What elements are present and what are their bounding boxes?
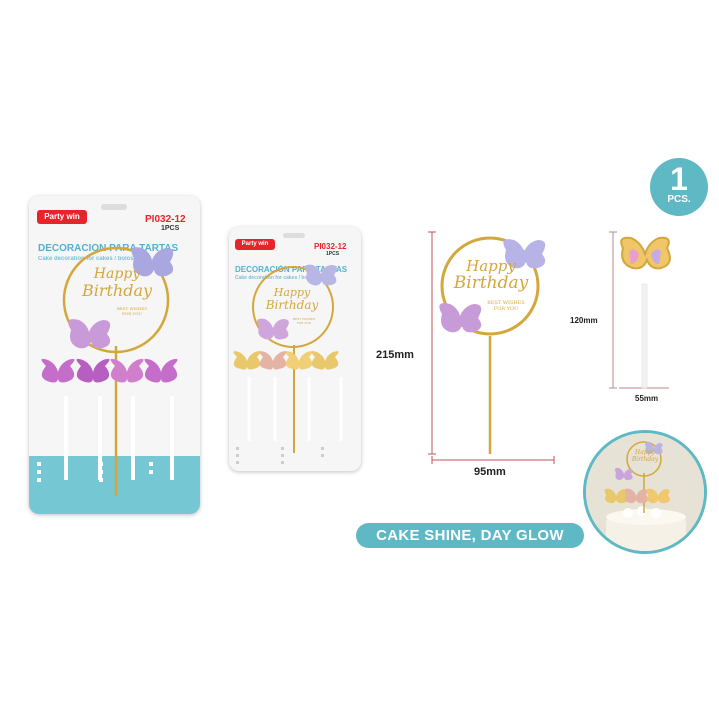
product-qty: 1PCS <box>161 225 180 232</box>
topper-line1: Happy <box>635 449 655 456</box>
package-small: Party win PI032-12 1PCS DECORACIÓN PARA … <box>229 227 361 471</box>
topper-script-large: Happy Birthday BEST WISHES FOR YOU <box>77 266 157 317</box>
package-subtitle: Cake decoration for cakes / bolos <box>235 275 315 281</box>
package-large: Party win PI032-12 1PCS DECORACIÓN PARA … <box>29 196 200 514</box>
topper-line2: Birthday <box>631 456 659 463</box>
topper-large-diagram <box>428 231 555 464</box>
cake-illustration <box>586 433 704 551</box>
dimension-height-small: 120mm <box>570 316 598 325</box>
dimension-width-small: 55mm <box>635 394 659 403</box>
package-title: DECORACIÓN PARA TARTAS <box>235 265 348 274</box>
topper-line1: Happy <box>466 257 516 275</box>
product-code: PI032-12 <box>145 214 186 225</box>
badge-unit: PCS. <box>667 194 691 205</box>
brand-name: Party win <box>241 241 269 247</box>
package-small-art <box>233 264 343 464</box>
topper-line1: Happy <box>273 286 311 299</box>
tagline-text: CAKE SHINE, DAY GLOW <box>376 527 564 544</box>
butterfly-pick-diagram <box>609 231 671 389</box>
hang-hole <box>101 204 127 210</box>
cake-photo: Happy Birthday <box>583 430 707 554</box>
topper-wishes-1: BEST WISHES <box>487 300 525 306</box>
tagline-banner: CAKE SHINE, DAY GLOW <box>356 523 584 548</box>
quantity-badge: 1 PCS. <box>650 158 708 216</box>
brand-logo: Party win <box>235 239 275 250</box>
brand-name: Party win <box>44 212 80 221</box>
topper-script-small: Happy Birthday BEST WISHES FOR YOU <box>259 286 325 326</box>
topper-line2: Birthday <box>81 281 153 300</box>
dimension-height-large: 215mm <box>376 349 414 361</box>
product-qty: 1PCS <box>326 251 340 257</box>
topper-wishes-2: FOR YOU <box>296 321 312 325</box>
topper-wishes-2: FOR YOU <box>493 306 519 312</box>
topper-wishes-1: BEST WISHES <box>116 306 148 311</box>
topper-line2: Birthday <box>265 298 319 312</box>
dimension-width-large: 95mm <box>474 466 506 478</box>
hang-hole <box>283 233 305 238</box>
topper-script-diagram: Happy Birthday BEST WISHES FOR YOU <box>446 258 536 312</box>
topper-line2: Birthday <box>453 273 529 293</box>
badge-count: 1 <box>670 161 688 197</box>
topper-wishes-2: FOR YOU <box>122 311 142 316</box>
brand-logo: Party win <box>37 210 87 224</box>
topper-wishes-1: BEST WISHES <box>292 317 316 321</box>
cake-topper-script: Happy Birthday <box>626 449 664 463</box>
product-code: PI032-12 <box>314 242 347 251</box>
package-large-art <box>37 246 178 496</box>
topper-line1: Happy <box>93 266 141 282</box>
